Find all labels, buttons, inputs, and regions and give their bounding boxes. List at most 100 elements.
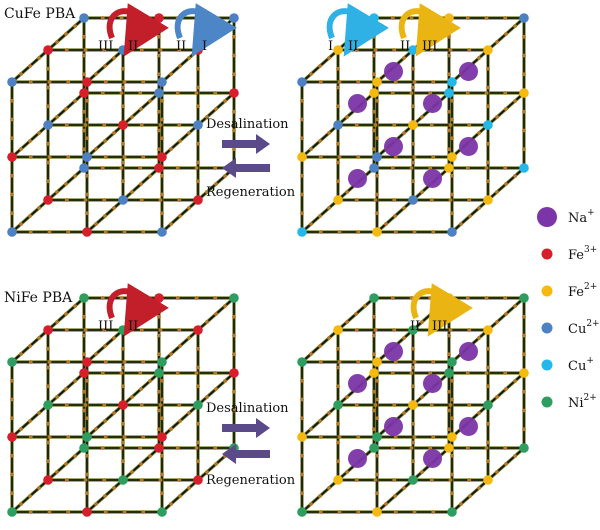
metal-site xyxy=(483,120,493,130)
cn-linker xyxy=(447,408,451,413)
cn-linker xyxy=(10,491,14,496)
cn-linker xyxy=(28,344,32,348)
metal-site xyxy=(483,400,493,410)
cn-linker xyxy=(157,352,161,357)
cn-linker xyxy=(232,314,236,319)
cn-linker xyxy=(373,123,378,127)
cn-linker xyxy=(393,360,398,364)
cn-linker xyxy=(409,371,414,375)
cn-linker xyxy=(148,174,152,178)
cn-linker xyxy=(46,141,50,146)
metal-site xyxy=(369,368,379,378)
metal-site xyxy=(333,120,343,130)
metal-site xyxy=(193,475,203,485)
cn-linker xyxy=(82,128,86,133)
cn-linker xyxy=(450,98,454,103)
cn-linker xyxy=(318,510,323,514)
cn-linker xyxy=(103,360,108,364)
cn-linker xyxy=(37,486,41,490)
cn-linker xyxy=(375,173,379,178)
cn-linker xyxy=(82,408,86,413)
cn-linker xyxy=(139,462,143,466)
cn-linker xyxy=(402,336,406,340)
cn-linker xyxy=(392,478,397,482)
cn-linker xyxy=(196,346,200,351)
cn-linker xyxy=(214,462,218,466)
cn-linker xyxy=(300,117,304,122)
metal-site xyxy=(447,77,457,87)
cn-linker xyxy=(356,360,361,364)
cn-linker xyxy=(141,155,146,159)
cn-linker xyxy=(103,510,108,514)
cn-linker xyxy=(373,48,378,52)
cn-linker xyxy=(503,296,508,300)
cn-linker xyxy=(64,328,69,332)
cn-linker xyxy=(141,80,146,84)
metal-site xyxy=(7,432,17,442)
cn-linker xyxy=(375,491,379,496)
cn-linker xyxy=(194,446,199,450)
cn-linker xyxy=(522,147,526,152)
cn-linker xyxy=(66,80,71,84)
metal-site xyxy=(118,120,128,130)
cn-linker xyxy=(196,141,200,146)
cn-linker xyxy=(412,435,417,439)
cn-linker xyxy=(169,502,173,506)
metal-site xyxy=(118,325,128,335)
cn-linker xyxy=(477,336,481,340)
cn-linker xyxy=(196,66,200,71)
cn-linker xyxy=(420,470,424,474)
cn-linker xyxy=(119,16,124,20)
cn-linker xyxy=(130,190,134,194)
metal-site xyxy=(297,357,307,367)
na-ion xyxy=(384,342,403,361)
cn-linker xyxy=(384,502,388,506)
cn-linker xyxy=(205,470,209,474)
cn-linker xyxy=(504,32,508,36)
cn-linker xyxy=(103,64,107,68)
metal-site xyxy=(79,368,89,378)
cn-linker xyxy=(372,389,376,394)
cn-linker xyxy=(46,66,50,71)
cn-linker xyxy=(160,397,164,402)
cn-linker xyxy=(19,222,23,226)
cn-linker xyxy=(187,131,191,135)
ox-state-label: III xyxy=(422,39,437,54)
cn-linker xyxy=(47,360,52,364)
cn-linker xyxy=(187,206,191,210)
cn-linker xyxy=(138,91,143,95)
cn-linker xyxy=(300,397,304,402)
cn-linker xyxy=(373,478,378,482)
cn-linker xyxy=(157,53,161,58)
cn-linker xyxy=(28,80,33,84)
cn-linker xyxy=(169,72,173,76)
cn-linker xyxy=(158,403,163,407)
cn-linker xyxy=(223,304,227,308)
cn-linker xyxy=(122,360,127,364)
cn-linker xyxy=(205,115,209,119)
cn-linker xyxy=(157,427,161,432)
cn-linker xyxy=(187,486,191,490)
metal-site xyxy=(79,163,89,173)
metal-site xyxy=(43,475,53,485)
metal-site xyxy=(447,357,457,367)
cn-linker xyxy=(66,435,71,439)
cn-linker xyxy=(130,115,134,119)
cn-linker xyxy=(103,155,108,159)
cn-linker xyxy=(431,360,436,364)
cn-linker xyxy=(356,510,361,514)
cn-linker xyxy=(354,123,359,127)
cn-linker xyxy=(336,365,340,370)
cn-linker xyxy=(46,346,50,351)
cn-linker xyxy=(103,435,108,439)
metal-site xyxy=(519,13,529,23)
cn-linker xyxy=(372,72,376,77)
na-ion xyxy=(423,94,442,113)
cn-linker xyxy=(112,131,116,135)
cn-linker xyxy=(484,446,489,450)
cn-linker xyxy=(82,147,86,152)
cn-linker xyxy=(375,192,379,197)
cn-linker xyxy=(46,421,50,426)
cn-linker xyxy=(139,478,144,482)
